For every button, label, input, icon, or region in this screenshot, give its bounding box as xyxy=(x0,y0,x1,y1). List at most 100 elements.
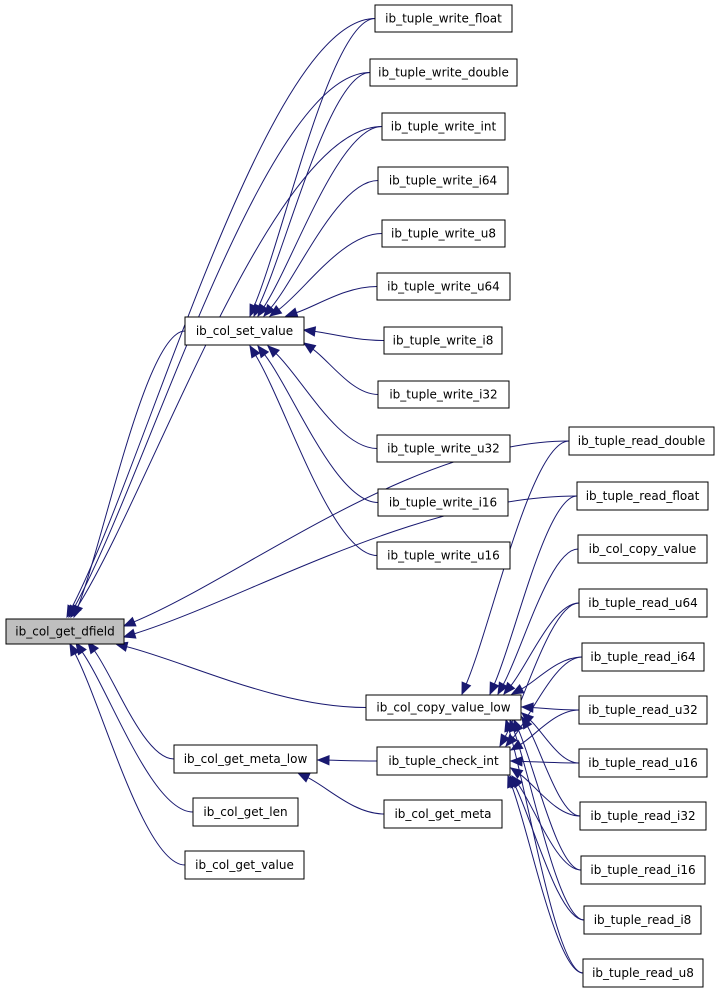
edge-ib_col_get_meta-to-ib_col_get_meta_low xyxy=(296,772,385,815)
edge-ib_tuple_read_float-to-ib_col_copy_value_low xyxy=(489,495,578,696)
node-box xyxy=(579,801,707,831)
edge-ib_tuple_read_i64-to-ib_col_copy_value_low xyxy=(510,656,583,695)
node-label: ib_col_get_dfield xyxy=(15,625,114,639)
node-ib-tuple-write-float[interactable]: ib_tuple_write_float xyxy=(374,4,513,33)
node-ib-col-get-dfield[interactable]: ib_col_get_dfield xyxy=(5,618,125,645)
node-ib-tuple-write-i8[interactable]: ib_tuple_write_i8 xyxy=(383,326,503,355)
node-ib-tuple-read-u32[interactable]: ib_tuple_read_u32 xyxy=(578,695,708,725)
node-ib-tuple-write-i64[interactable]: ib_tuple_write_i64 xyxy=(377,166,509,195)
node-ib-tuple-read-float[interactable]: ib_tuple_read_float xyxy=(576,481,709,511)
edge-line xyxy=(529,719,580,764)
edge-layer xyxy=(66,18,585,974)
node-ib-tuple-read-u8[interactable]: ib_tuple_read_u8 xyxy=(582,958,704,988)
arrowhead xyxy=(257,344,270,359)
edge-ib_tuple_write_u64-to-ib_col_set_value xyxy=(284,286,378,318)
node-ib-tuple-write-int[interactable]: ib_tuple_write_int xyxy=(381,112,506,141)
edge-ib_col_get_value-to-ib_col_get_dfield xyxy=(69,642,186,866)
arrowhead xyxy=(509,756,523,767)
node-box xyxy=(383,799,503,829)
edge-line xyxy=(527,726,581,817)
node-box xyxy=(583,905,702,935)
node-label: ib_col_set_value xyxy=(196,324,293,338)
edge-line xyxy=(508,730,584,974)
edge-line xyxy=(77,330,186,607)
edge-line xyxy=(513,730,585,921)
node-ib-col-get-meta-low[interactable]: ib_col_get_meta_low xyxy=(173,744,318,774)
node-box xyxy=(377,488,509,517)
edge-ib_tuple_write_double-to-ib_col_set_value xyxy=(253,72,371,318)
node-box xyxy=(381,112,506,141)
arrowhead xyxy=(263,303,276,318)
arrowhead xyxy=(509,739,524,751)
node-ib-tuple-write-i16[interactable]: ib_tuple_write_i16 xyxy=(377,488,509,517)
edge-line xyxy=(81,651,194,813)
edge-ib_tuple_read_u16-to-ib_tuple_check_int xyxy=(509,756,580,767)
node-ib-col-copy-value-low[interactable]: ib_col_copy_value_low xyxy=(365,694,522,721)
node-box xyxy=(568,426,715,456)
edge-line xyxy=(521,760,580,764)
edge-line xyxy=(133,440,570,623)
node-ib-col-get-len[interactable]: ib_col_get_len xyxy=(192,797,299,827)
node-ib-tuple-write-double[interactable]: ib_tuple_write_double xyxy=(369,58,518,87)
node-ib-col-get-value[interactable]: ib_col_get_value xyxy=(184,850,305,880)
node-box xyxy=(577,534,708,564)
node-ib-tuple-read-i32[interactable]: ib_tuple_read_i32 xyxy=(579,801,707,831)
arrowhead xyxy=(296,772,311,783)
node-box xyxy=(369,58,518,87)
edge-line xyxy=(258,72,371,307)
edge-line xyxy=(278,233,383,310)
node-box xyxy=(365,694,522,721)
edge-line xyxy=(94,650,175,760)
node-ib-tuple-read-double[interactable]: ib_tuple_read_double xyxy=(568,426,715,456)
edge-line xyxy=(514,785,585,921)
node-ib-tuple-check-int[interactable]: ib_tuple_check_int xyxy=(376,746,511,776)
edge-ib_tuple_read_u16-to-ib_col_copy_value_low xyxy=(521,712,580,764)
arrowhead xyxy=(509,767,524,779)
edge-line xyxy=(314,330,385,341)
node-ib-tuple-write-u64[interactable]: ib_tuple_write_u64 xyxy=(376,272,511,301)
node-label: ib_tuple_read_u16 xyxy=(588,756,698,770)
edge-line xyxy=(255,355,378,556)
node-label: ib_col_get_meta xyxy=(394,807,491,821)
node-ib-tuple-write-u32[interactable]: ib_tuple_write_u32 xyxy=(376,434,511,463)
node-ib-tuple-write-u8[interactable]: ib_tuple_write_u8 xyxy=(381,219,506,248)
node-label: ib_col_copy_value_low xyxy=(376,701,510,715)
node-box xyxy=(184,850,305,880)
node-ib-col-copy-value[interactable]: ib_col_copy_value xyxy=(577,534,708,564)
edge-line xyxy=(73,72,371,608)
node-ib-tuple-read-u16[interactable]: ib_tuple_read_u16 xyxy=(578,748,708,778)
arrowhead xyxy=(510,683,525,695)
edge-ib_tuple_read_i32-to-ib_col_copy_value_low xyxy=(521,715,581,817)
edge-line xyxy=(263,126,383,308)
arrowhead xyxy=(520,702,534,713)
node-box xyxy=(581,642,705,672)
node-box xyxy=(578,695,708,725)
edge-ib_tuple_read_u64-to-ib_col_copy_value_low xyxy=(503,602,580,696)
node-box xyxy=(5,618,125,645)
edge-ib_tuple_write_u8-to-ib_col_set_value xyxy=(268,233,383,317)
node-ib-tuple-read-i16[interactable]: ib_tuple_read_i16 xyxy=(580,855,706,885)
edge-ib_tuple_write_i32-to-ib_col_set_value xyxy=(302,342,379,395)
node-ib-tuple-read-i64[interactable]: ib_tuple_read_i64 xyxy=(581,642,705,672)
node-label: ib_tuple_write_i16 xyxy=(389,496,497,510)
node-label: ib_tuple_write_float xyxy=(385,12,502,26)
edge-line xyxy=(493,495,578,685)
edge-line xyxy=(511,786,584,974)
node-ib-tuple-read-i8[interactable]: ib_tuple_read_i8 xyxy=(583,905,702,935)
edge-ib_tuple_write_int-to-ib_col_set_value xyxy=(257,126,383,318)
arrowhead xyxy=(489,681,500,696)
node-label: ib_tuple_write_i32 xyxy=(389,388,497,402)
node-ib-col-set-value[interactable]: ib_col_set_value xyxy=(184,316,305,346)
node-label: ib_col_get_len xyxy=(203,805,287,819)
edge-line xyxy=(520,709,580,745)
node-ib-tuple-write-i32[interactable]: ib_tuple_write_i32 xyxy=(377,380,510,409)
edge-ib_tuple_read_i64-to-ib_tuple_check_int xyxy=(505,656,583,748)
edge-line xyxy=(275,353,378,449)
node-ib-tuple-read-u64[interactable]: ib_tuple_read_u64 xyxy=(578,588,708,618)
node-ib-tuple-write-u16[interactable]: ib_tuple_write_u16 xyxy=(376,541,511,570)
edge-line xyxy=(510,602,580,686)
node-label: ib_tuple_write_int xyxy=(391,120,497,134)
edge-line xyxy=(521,656,583,690)
node-ib-col-get-meta[interactable]: ib_col_get_meta xyxy=(383,799,503,829)
edge-ib_tuple_read_i16-to-ib_tuple_check_int xyxy=(511,774,582,871)
